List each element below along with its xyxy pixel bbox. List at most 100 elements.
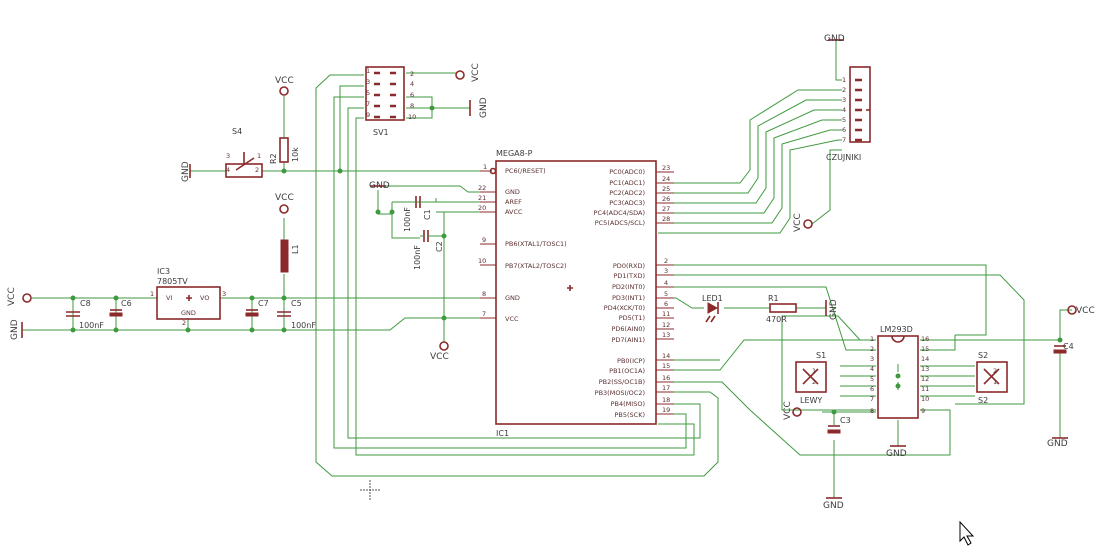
- svg-text:R2: R2: [269, 153, 278, 164]
- svg-text:22: 22: [478, 184, 486, 192]
- svg-text:PD2(INT0): PD2(INT0): [612, 283, 645, 291]
- svg-text:2: 2: [993, 367, 997, 375]
- svg-text:10: 10: [478, 257, 486, 265]
- svg-text:S1: S1: [816, 351, 826, 360]
- svg-text:18: 18: [662, 396, 670, 404]
- svg-text:GND: GND: [824, 34, 845, 44]
- svg-text:25: 25: [662, 185, 670, 193]
- svg-text:13: 13: [662, 331, 670, 339]
- svg-text:GND: GND: [181, 161, 191, 182]
- czujniki-label: CZUJNIKI: [826, 153, 861, 162]
- svg-text:PD7(AIN1): PD7(AIN1): [612, 336, 646, 344]
- svg-text:1: 1: [366, 67, 370, 75]
- svg-text:C5: C5: [291, 299, 302, 308]
- vcc-symbol-c4: VCC: [1067, 305, 1095, 316]
- svg-text:PB6(XTAL1/TOSC1): PB6(XTAL1/TOSC1): [505, 240, 567, 248]
- svg-text:6: 6: [870, 385, 874, 393]
- svg-text:7: 7: [366, 100, 370, 108]
- s4-switch: S4 3 4 2 1: [225, 127, 263, 178]
- svg-text:12: 12: [921, 375, 929, 383]
- svg-text:GND: GND: [823, 501, 844, 511]
- svg-text:26: 26: [662, 195, 670, 203]
- svg-text:L1: L1: [291, 244, 300, 254]
- c4-capacitor: C4: [1053, 342, 1074, 354]
- svg-text:PB0(ICP): PB0(ICP): [617, 357, 645, 365]
- vcc-symbol-left-rail: VCC: [7, 287, 32, 306]
- svg-text:C2: C2: [435, 241, 444, 252]
- svg-text:1: 1: [993, 378, 997, 386]
- c8-capacitor: C8 100nF: [66, 299, 104, 330]
- gnd-symbol-lm293d: GND: [886, 445, 907, 459]
- svg-text:100nF: 100nF: [403, 207, 412, 232]
- svg-text:GND: GND: [181, 309, 196, 317]
- svg-text:PB3(MOSI/OC2): PB3(MOSI/OC2): [595, 389, 645, 397]
- svg-text:VCC: VCC: [275, 76, 294, 86]
- svg-text:100nF: 100nF: [79, 321, 104, 330]
- svg-text:24: 24: [662, 175, 670, 183]
- svg-text:PB7(XTAL2/TOSC2): PB7(XTAL2/TOSC2): [505, 262, 567, 270]
- vcc-symbol-lm293d: VCC: [783, 401, 802, 420]
- svg-text:GND: GND: [505, 188, 520, 196]
- svg-text:AVCC: AVCC: [505, 208, 523, 216]
- svg-text:5: 5: [870, 375, 874, 383]
- svg-text:AREF: AREF: [505, 198, 522, 206]
- svg-text:100nF: 100nF: [291, 321, 316, 330]
- svg-text:VCC: VCC: [430, 352, 449, 362]
- svg-text:C4: C4: [1063, 342, 1074, 351]
- svg-text:PB2(SS/OC1B): PB2(SS/OC1B): [599, 378, 645, 386]
- svg-text:2: 2: [812, 378, 816, 386]
- svg-text:16: 16: [662, 374, 670, 382]
- svg-text:C7: C7: [258, 299, 269, 308]
- c5-capacitor: C5 100nF: [277, 299, 316, 330]
- svg-text:16: 16: [921, 335, 929, 343]
- svg-text:3: 3: [664, 267, 668, 275]
- svg-text:14: 14: [662, 352, 670, 360]
- vcc-symbol-sv1: VCC: [455, 63, 481, 82]
- svg-text:VO: VO: [200, 294, 209, 302]
- svg-text:7: 7: [482, 310, 486, 318]
- ic1-mega8: MEGA8-P IC1 1 22 21 20 9 10 8 7 PC6(/RES…: [478, 149, 674, 438]
- led1: LED1: [702, 294, 723, 323]
- svg-text:9: 9: [921, 407, 925, 415]
- svg-text:4: 4: [870, 365, 874, 373]
- gnd-symbol-r1: GND: [825, 299, 839, 320]
- svg-text:C6: C6: [121, 299, 132, 308]
- svg-text:PD1(TXD): PD1(TXD): [613, 272, 645, 280]
- svg-text:7: 7: [870, 395, 874, 403]
- svg-text:3: 3: [870, 355, 874, 363]
- svg-text:PD6(AIN0): PD6(AIN0): [612, 325, 646, 333]
- svg-text:1: 1: [870, 335, 874, 343]
- svg-text:2: 2: [870, 345, 874, 353]
- svg-text:VCC: VCC: [275, 193, 294, 203]
- svg-text:PC3(ADC3): PC3(ADC3): [609, 199, 645, 207]
- vcc-symbol-czujniki: VCC: [793, 213, 813, 232]
- svg-text:IC1: IC1: [496, 429, 509, 438]
- svg-text:3: 3: [842, 96, 846, 104]
- svg-text:15: 15: [921, 345, 929, 353]
- svg-text:20: 20: [478, 204, 486, 212]
- svg-text:R1: R1: [768, 294, 779, 303]
- svg-text:C1: C1: [423, 209, 432, 220]
- sv1-connector: 1 3 5 7 9 2 4 6 8 10 SV1: [365, 66, 416, 137]
- l1-inductor: L1: [280, 239, 300, 273]
- svg-text:470R: 470R: [766, 315, 787, 324]
- svg-text:4: 4: [410, 80, 414, 88]
- svg-text:19: 19: [662, 406, 670, 414]
- svg-text:7: 7: [842, 136, 846, 144]
- svg-text:6: 6: [664, 300, 668, 308]
- svg-text:23: 23: [662, 164, 670, 172]
- svg-text:14: 14: [921, 355, 929, 363]
- svg-text:LEWY: LEWY: [800, 396, 822, 405]
- gnd-symbols: GND GND GND GND GND GND GND GND: [10, 34, 1068, 511]
- svg-text:PD3(INT1): PD3(INT1): [612, 294, 645, 302]
- c6-capacitor: C6: [109, 299, 132, 317]
- svg-text:5: 5: [366, 89, 370, 97]
- svg-text:6: 6: [410, 91, 414, 99]
- svg-text:VCC: VCC: [783, 401, 793, 420]
- svg-text:VCC: VCC: [7, 287, 17, 306]
- gnd-symbol-left-rail: GND: [10, 319, 23, 340]
- svg-text:21: 21: [478, 194, 486, 202]
- c7-capacitor: C7: [245, 299, 269, 317]
- svg-text:LM293D: LM293D: [880, 325, 913, 334]
